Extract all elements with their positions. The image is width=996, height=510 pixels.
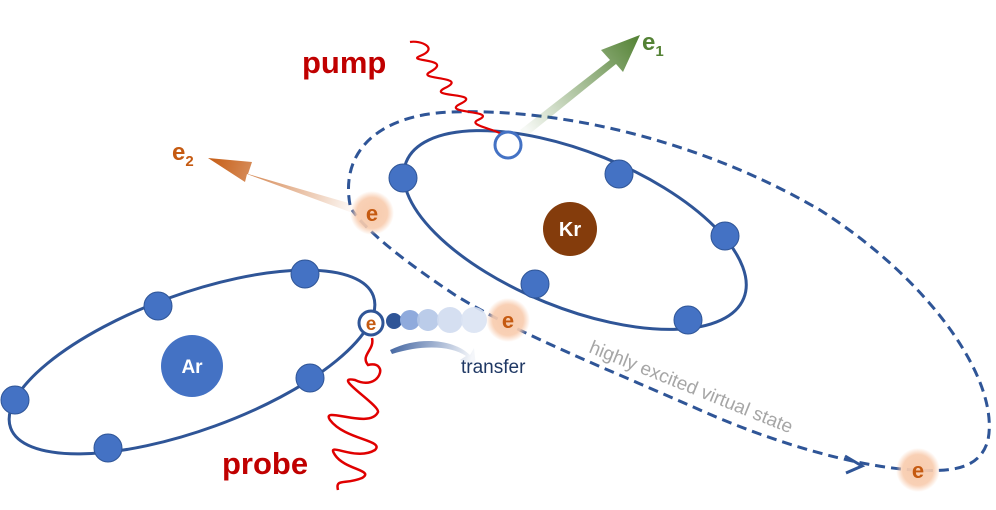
- kr-electron: [604, 159, 634, 189]
- e2-label: e2: [172, 139, 194, 170]
- virtual-state-label: highly excited virtual state: [586, 337, 796, 438]
- e2-arrow: [208, 158, 352, 212]
- transfer-arrow: [390, 340, 476, 366]
- ar-transferring-electron: [357, 309, 385, 337]
- kr-escaped-electron-label: e: [366, 201, 378, 226]
- pump-label: pump: [302, 45, 386, 80]
- transfer-trail-dot: [417, 309, 439, 331]
- kr-electron: [388, 163, 418, 193]
- electron-glow: [350, 191, 394, 235]
- ar-label: Ar: [181, 357, 203, 378]
- e1-label-base: e: [642, 29, 655, 56]
- ar-electron: [290, 259, 320, 289]
- ar-electron: [0, 385, 30, 415]
- virtual-state-electron-label: e: [912, 458, 924, 483]
- e1-arrow: [520, 35, 640, 136]
- kr-electron: [710, 221, 740, 251]
- virtual-state-arrowhead: [844, 454, 866, 475]
- kr-electron-hole: [493, 130, 523, 160]
- kr-electron: [673, 305, 703, 335]
- e1-label-sub: 1: [655, 43, 663, 60]
- e2-label-base: e: [172, 139, 185, 166]
- virtual-state-orbit: [347, 110, 991, 473]
- transfer-label: transfer: [461, 357, 526, 378]
- kr-label: Kr: [559, 219, 581, 241]
- transfer-target-electron-label: e: [502, 308, 514, 333]
- ar-electron: [143, 291, 173, 321]
- electron-glow: [486, 298, 530, 342]
- ar-nucleus: [161, 335, 223, 397]
- pump-laser-wave: [409, 40, 507, 139]
- kr-nucleus: [543, 202, 597, 256]
- e1-label: e1: [642, 29, 664, 60]
- electron-glow: [896, 448, 940, 492]
- probe-laser-wave: [327, 337, 382, 491]
- transfer-trail-dot: [437, 307, 463, 333]
- e2-label-sub: 2: [185, 153, 193, 170]
- transfer-trail-dot: [461, 307, 487, 333]
- ar-electron: [93, 433, 123, 463]
- ar-electron: [295, 363, 325, 393]
- kr-electron: [520, 269, 550, 299]
- transfer-trail-dot: [400, 310, 420, 330]
- probe-label: probe: [222, 446, 308, 481]
- transfer-trail-dot: [386, 313, 402, 329]
- kr-orbit: [402, 129, 748, 331]
- ar-transferring-electron-label: e: [366, 314, 377, 335]
